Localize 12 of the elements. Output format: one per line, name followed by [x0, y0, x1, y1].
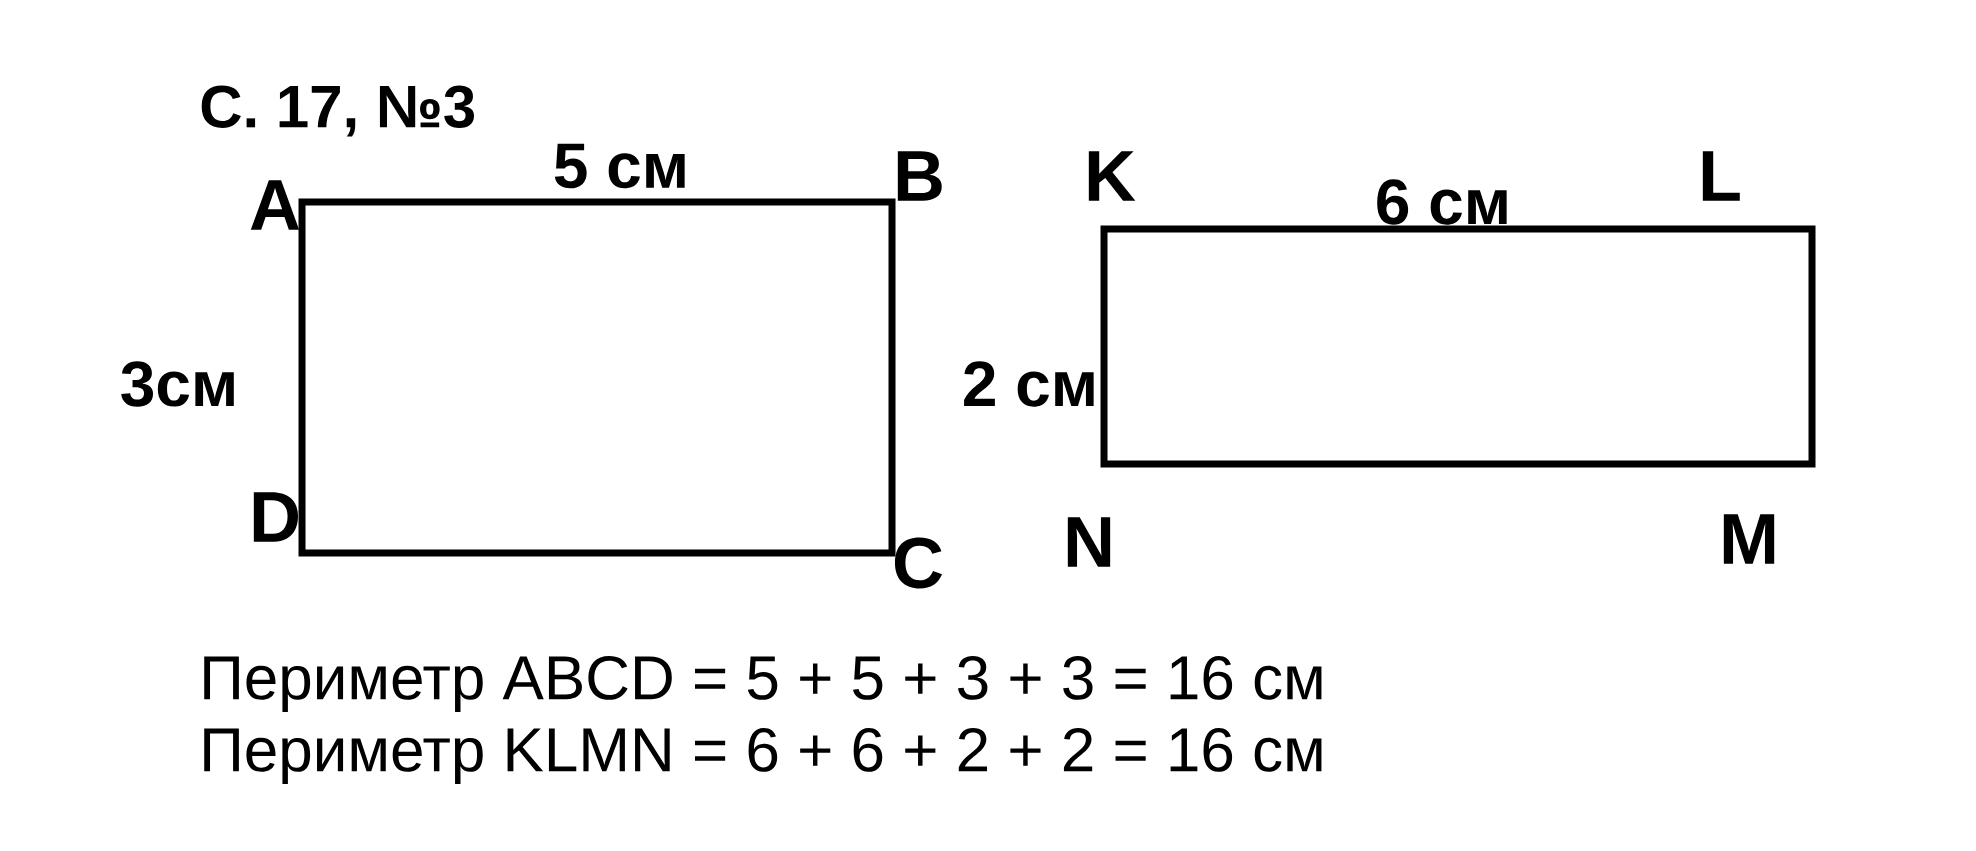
perimeter-text: Периметр ABCD = 5 + 5 + 3 + 3 = 16 см	[204, 655, 1322, 713]
perimeter-text: Периметр KLMN = 6 + 6 + 2 + 2 = 16 см	[204, 727, 1322, 785]
vertex-label: B	[897, 151, 942, 201]
heading: С. 17, №3	[201, 85, 474, 137]
vertex-label: A	[250, 180, 300, 230]
vertex-label: K	[1088, 151, 1136, 201]
vertex-label: N	[1067, 517, 1111, 567]
dimension-label: 2 см	[964, 361, 1094, 407]
vertex-label: C	[894, 537, 943, 589]
rectangle-drawing	[1100, 225, 1816, 468]
dimension-label: 3см	[121, 361, 234, 407]
rectangle-drawing	[298, 198, 896, 557]
